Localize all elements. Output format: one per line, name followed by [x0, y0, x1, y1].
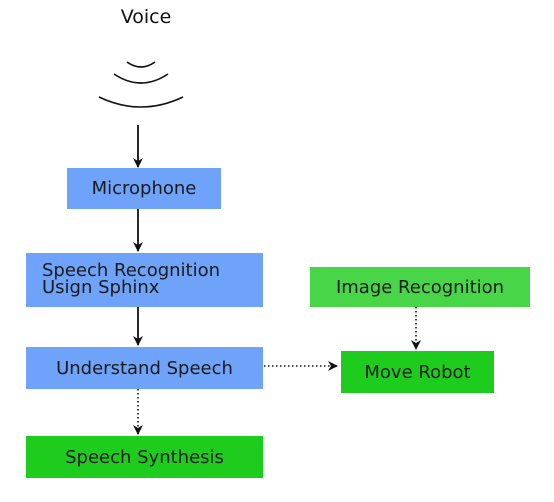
node-speech-synthesis-label: Speech Synthesis: [65, 446, 224, 468]
node-speech-recognition-line1: Speech Recognition: [42, 260, 221, 281]
node-move-robot: Move Robot: [341, 351, 494, 393]
node-image-recognition-label: Image Recognition: [335, 276, 505, 298]
node-speech-synthesis: Speech Synthesis: [26, 436, 263, 478]
voice-label: Voice: [120, 6, 172, 28]
node-move-robot-label: Move Robot: [364, 361, 471, 383]
sound-waves-icon: [98, 61, 184, 108]
node-image-recognition: Image Recognition: [310, 267, 530, 307]
node-understand-speech-label: Understand Speech: [56, 357, 233, 379]
node-microphone: Microphone: [67, 168, 221, 209]
node-speech-recognition-line2: Usign Sphinx: [42, 277, 160, 298]
node-microphone-label: Microphone: [91, 178, 197, 199]
node-speech-recognition: Speech Recognition Usign Sphinx: [26, 253, 263, 307]
node-understand-speech: Understand Speech: [26, 347, 263, 389]
